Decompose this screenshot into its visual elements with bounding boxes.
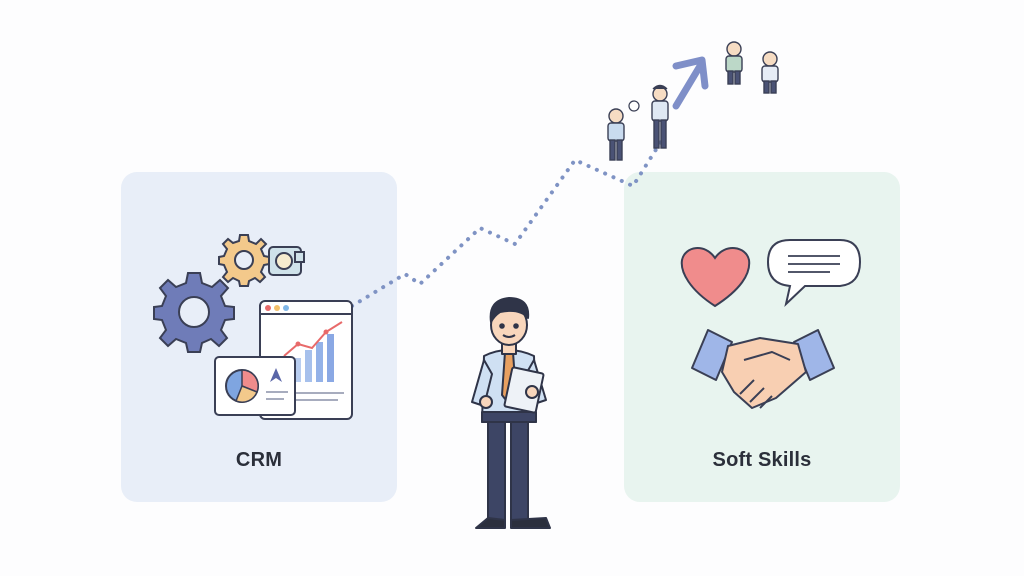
speech-bubble-icon	[766, 239, 862, 307]
businessman-icon	[471, 297, 551, 529]
small-gear-icon	[218, 234, 270, 287]
small-person-3-icon	[725, 41, 743, 85]
growth-arrow-icon	[672, 56, 709, 110]
thought-bubble-icon	[628, 100, 640, 112]
pie-chart-card-icon	[214, 356, 296, 416]
crm-label: CRM	[235, 449, 283, 471]
handshake-icon	[691, 329, 835, 409]
small-person-1-icon	[607, 108, 625, 161]
soft-skills-panel: Soft Skills	[624, 172, 900, 502]
heart-icon	[680, 247, 751, 308]
gear-icon	[153, 272, 235, 353]
small-person-4-icon	[761, 51, 779, 94]
camera-icon	[268, 246, 305, 276]
small-person-2-icon	[651, 84, 669, 149]
dotted-growth-path	[350, 138, 664, 308]
soft-skills-label: Soft Skills	[712, 449, 812, 471]
